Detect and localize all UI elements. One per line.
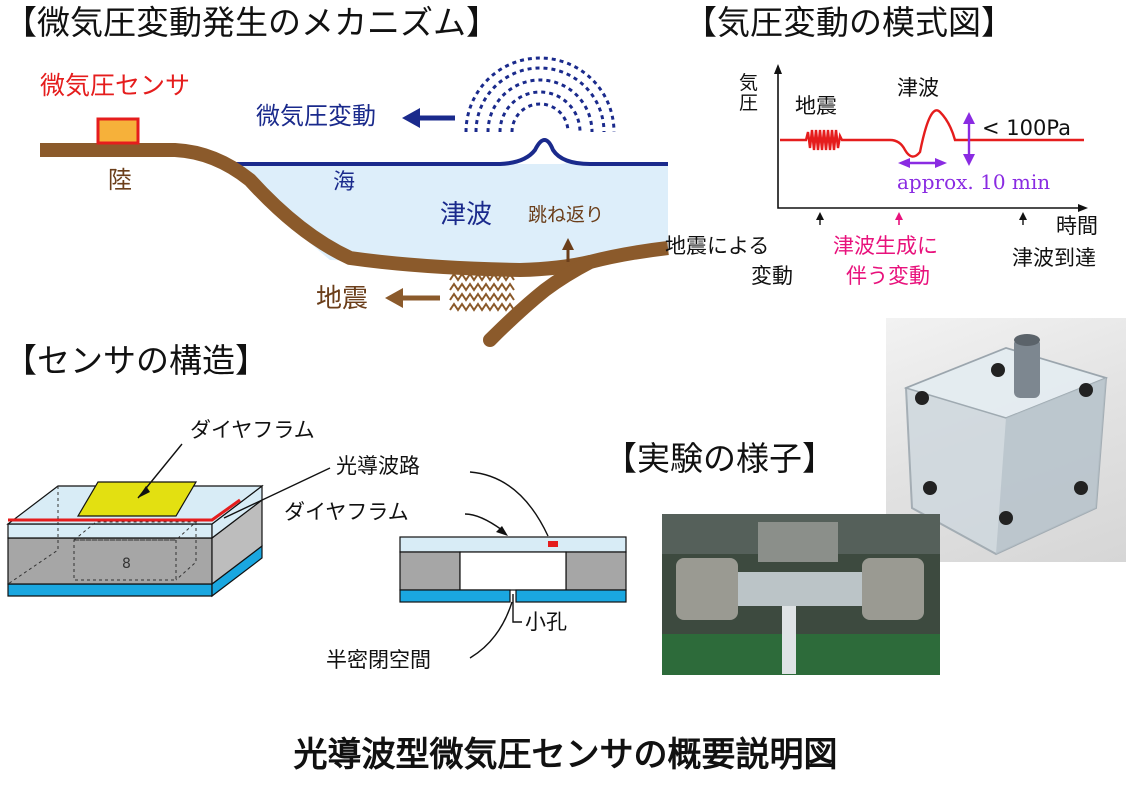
waveguide-cross-leader bbox=[469, 471, 549, 537]
waveform-axes bbox=[777, 70, 1080, 209]
waveform-title: 【気圧変動の模式図】 bbox=[684, 3, 1014, 42]
tsunami-trace-label: 津波 bbox=[897, 76, 939, 100]
waveguide-leader bbox=[223, 467, 331, 519]
micro-pressure-label: 微気圧変動 bbox=[256, 102, 376, 130]
sensor-cross-section bbox=[399, 536, 627, 603]
diaphragm-3d bbox=[76, 481, 198, 517]
land-label: 陸 bbox=[108, 166, 132, 194]
amplitude-arrow-bottom bbox=[963, 154, 975, 166]
diaphragm-label-cross: ダイヤフラム bbox=[284, 500, 409, 524]
event-quake-line1: 地震による bbox=[665, 234, 770, 258]
cavity-mark: 8 bbox=[122, 556, 131, 572]
amplitude-arrow-top bbox=[963, 112, 975, 124]
small-hole-leader bbox=[512, 594, 522, 623]
sensor-structure-diagram: 8 bbox=[6, 443, 627, 659]
waveguide-3d bbox=[8, 498, 241, 522]
pressure-trace bbox=[780, 109, 1084, 158]
event-tsunami-line2: 伴う変動 bbox=[846, 264, 930, 288]
diaphragm-cross-leader bbox=[464, 513, 503, 531]
small-hole-label: 小孔 bbox=[525, 610, 567, 634]
amplitude-label: < 100Pa bbox=[982, 116, 1071, 140]
event-tsunami-line1: 津波生成に bbox=[833, 234, 938, 258]
waveguide-label: 光導波路 bbox=[336, 454, 420, 478]
rebound-label: 跳ね返り bbox=[528, 204, 605, 226]
waveguide-cross-mark bbox=[548, 541, 558, 547]
y-axis-label: 気圧 bbox=[739, 72, 759, 114]
quake-trace-label: 地震 bbox=[795, 94, 837, 118]
sensor-box bbox=[96, 117, 140, 145]
x-axis-arrow bbox=[1078, 204, 1088, 212]
figure-caption: 光導波型微気圧センサの概要説明図 bbox=[293, 735, 838, 775]
sensor-photo bbox=[886, 318, 1126, 562]
mechanism-diagram bbox=[40, 56, 669, 347]
quake-arrow-head bbox=[385, 288, 403, 308]
rebound-arrow-head bbox=[562, 238, 574, 250]
sea-surface-line bbox=[232, 138, 668, 166]
sensor-3d-block: 8 bbox=[6, 481, 264, 598]
quake-vibration-icon bbox=[449, 272, 515, 312]
cavity-label: 半密閉空間 bbox=[326, 648, 431, 672]
mechanism-title: 【微気圧変動発生のメカニズム】 bbox=[4, 3, 499, 42]
waveform-diagram bbox=[774, 64, 1088, 225]
duration-arrow-right bbox=[935, 158, 947, 168]
event-quake-line2: 変動 bbox=[751, 264, 793, 288]
event-arrival-label: 津波到達 bbox=[1012, 246, 1096, 270]
experiment-title: 【実験の様子】 bbox=[604, 439, 835, 478]
experiment-photo bbox=[662, 514, 940, 675]
duration-arrow-left bbox=[898, 158, 910, 168]
duration-label: approx. 10 min bbox=[897, 170, 1051, 194]
cavity-leader bbox=[469, 601, 513, 659]
structure-title: 【センサの構造】 bbox=[4, 341, 268, 380]
pressure-arrow-head bbox=[402, 108, 420, 128]
pressure-wave-arcs bbox=[464, 56, 616, 133]
y-axis-arrow bbox=[774, 64, 782, 74]
diaphragm-label-top: ダイヤフラム bbox=[190, 418, 315, 442]
x-axis-label: 時間 bbox=[1056, 214, 1098, 238]
earthquake-label: 地震 bbox=[316, 284, 369, 314]
fault-ground bbox=[483, 255, 597, 347]
sensor-label: 微気圧センサ bbox=[40, 71, 191, 100]
semi-closed-cavity bbox=[459, 551, 567, 591]
sea-label: 海 bbox=[333, 170, 356, 195]
sea-area bbox=[232, 162, 668, 265]
tsunami-label: 津波 bbox=[440, 200, 493, 230]
